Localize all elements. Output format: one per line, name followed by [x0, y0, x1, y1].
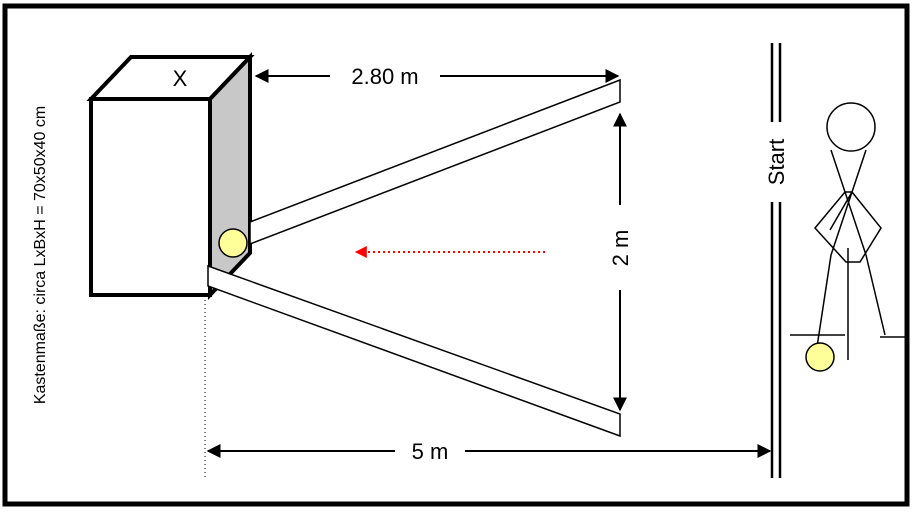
start-label: Start [764, 139, 789, 185]
total-distance-label: 5 m [412, 439, 449, 464]
thrower-head [826, 102, 876, 152]
lane-width-label: 2 m [608, 230, 633, 267]
start-label-backdrop [764, 122, 788, 202]
ball-at-box [218, 228, 248, 258]
box-dimensions-label: Kastenmaße: circa LxBxH = 70x50x40 cm [32, 106, 49, 404]
start-line [770, 43, 782, 478]
lower-lane-board [207, 264, 621, 438]
thrower-leg-right [865, 254, 886, 336]
thrower-figure [790, 102, 905, 361]
thrower-torso [814, 191, 882, 263]
box-side-face [208, 52, 252, 300]
box-front-face [89, 97, 212, 297]
thrower-torso-cross [829, 191, 853, 231]
top-distance-dimension: 2.80 m [254, 64, 620, 89]
top-distance-label: 2.80 m [351, 64, 418, 89]
lane-width-dimension: 2 m [608, 112, 633, 412]
ball-in-hand [805, 342, 835, 372]
box-top-label: X [173, 66, 188, 91]
total-distance-dimension: 5 m [206, 439, 772, 464]
lane-boards [207, 78, 621, 438]
upper-lane-board [249, 78, 621, 246]
thrower-body-line-2 [830, 149, 867, 256]
target-box [86, 52, 255, 300]
